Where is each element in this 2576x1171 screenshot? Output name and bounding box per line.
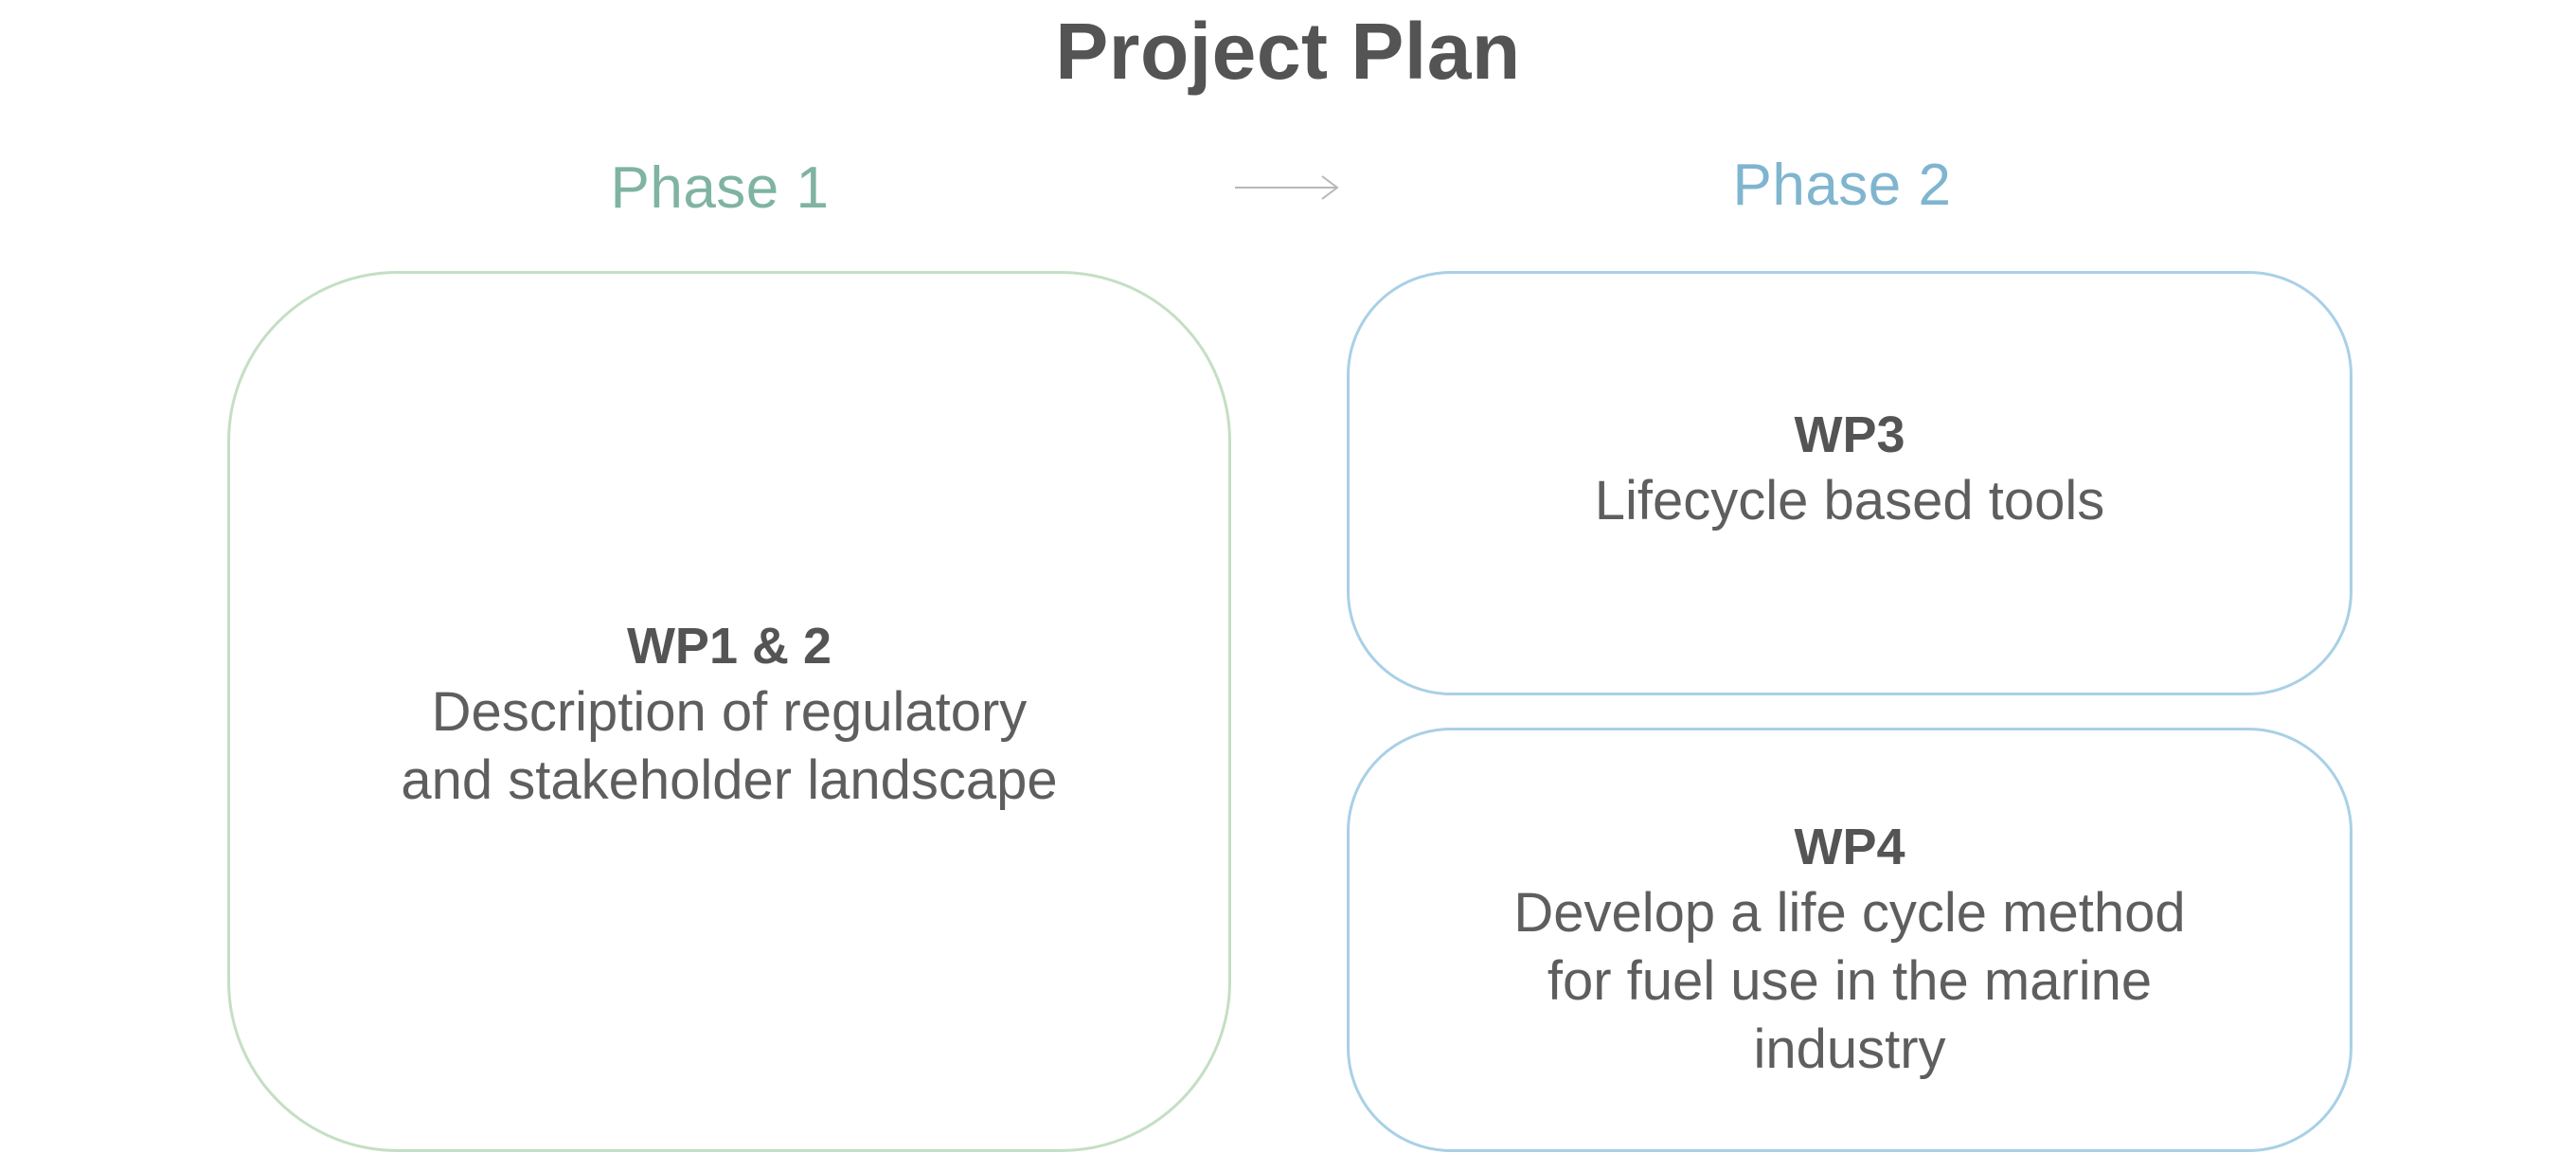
wp4-heading: WP4 xyxy=(1794,819,1905,875)
wp1-2-heading: WP1 & 2 xyxy=(626,618,832,675)
wp3-description: Lifecycle based tools xyxy=(1594,470,2105,531)
page-title: Project Plan xyxy=(1055,7,1521,96)
wp1-2-description: Description of regulatory and stakeholde… xyxy=(401,681,1058,811)
wp1-2-box: WP1 & 2 Description of regulatory and st… xyxy=(227,271,1231,1152)
phase-2-label: Phase 2 xyxy=(1732,153,1952,218)
wp3-heading: WP3 xyxy=(1794,406,1905,463)
phase-1-label: Phase 1 xyxy=(610,155,830,221)
wp4-box: WP4 Develop a life cycle method for fuel… xyxy=(1347,728,2352,1152)
right-arrow-icon xyxy=(1235,175,1339,200)
wp4-description: Develop a life cycle method for fuel use… xyxy=(1513,882,2186,1080)
wp3-box: WP3 Lifecycle based tools xyxy=(1347,271,2352,695)
